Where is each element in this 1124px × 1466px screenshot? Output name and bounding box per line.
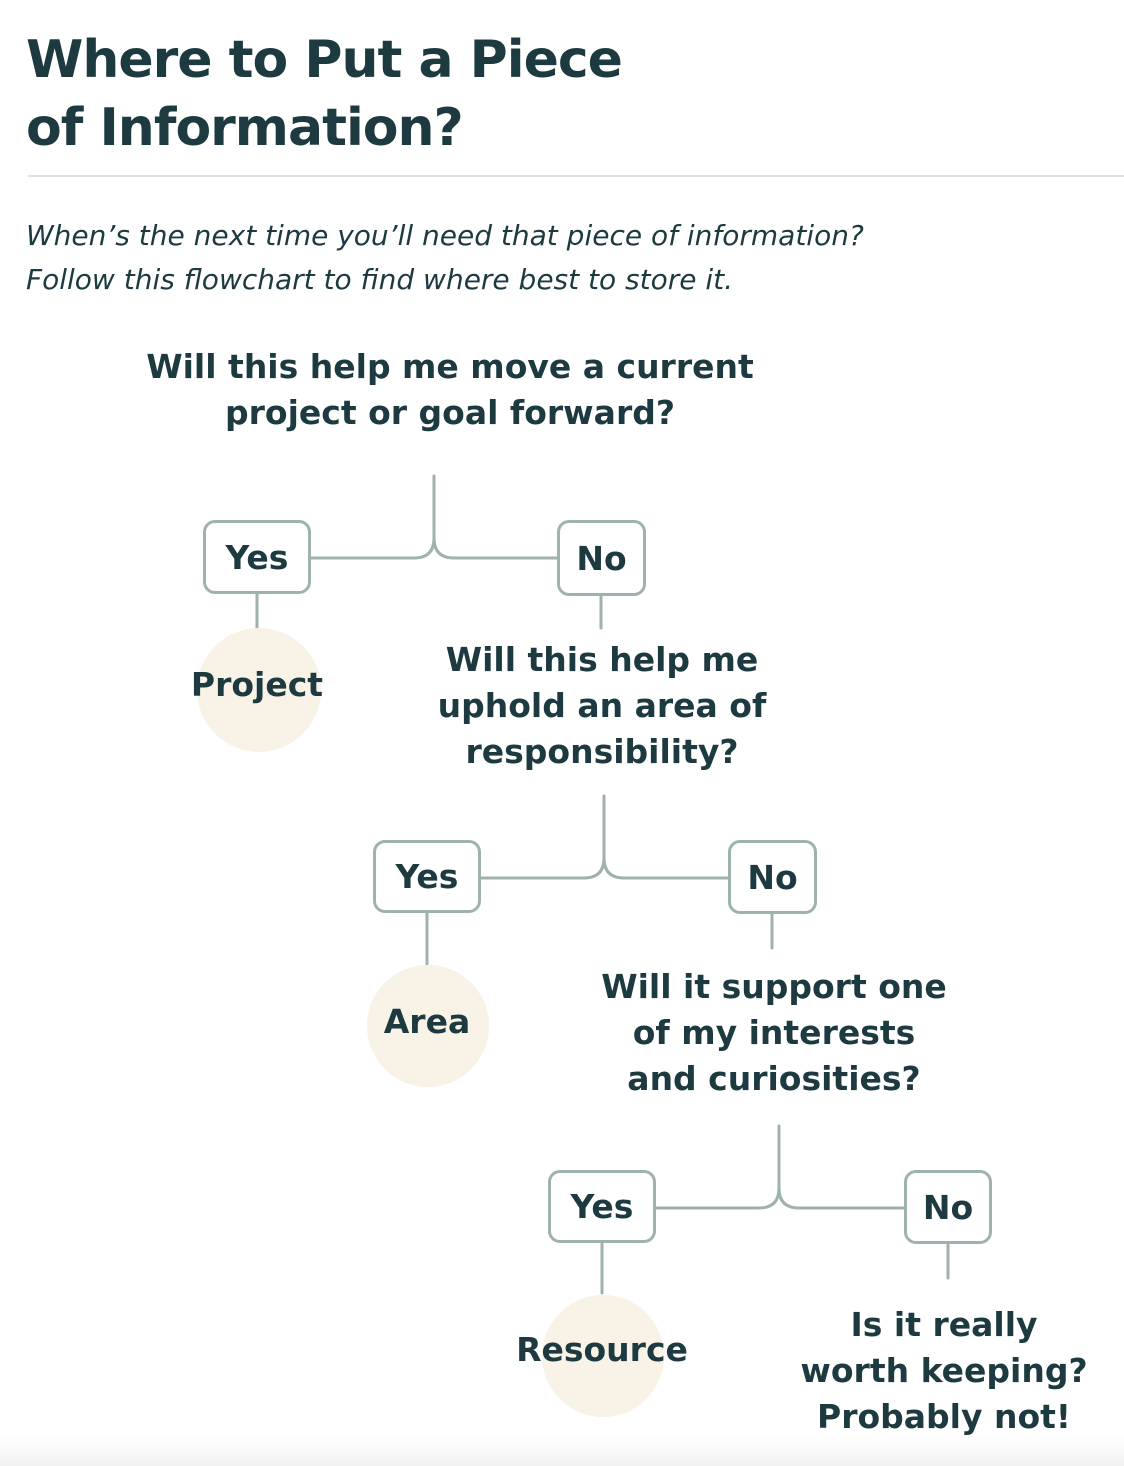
title-line-1: Where to Put a Piece <box>26 30 623 90</box>
resource-result-circle <box>542 1295 664 1417</box>
resource-result-label: Resource <box>516 1330 688 1369</box>
question-2-line-3: responsibility? <box>465 732 739 771</box>
project-result-circle <box>197 628 321 752</box>
question-3: Will it support one of my interests and … <box>574 964 974 1102</box>
final-outcome-line-2: worth keeping? <box>800 1351 1088 1390</box>
q2-no-box: No <box>728 840 817 914</box>
question-3-line-2: of my interests <box>632 1013 916 1052</box>
question-1: Will this help me move a current project… <box>100 344 800 436</box>
q3-no-box: No <box>904 1170 992 1244</box>
title-divider <box>28 175 1124 177</box>
area-result-label: Area <box>383 1002 471 1041</box>
final-outcome-line-3: Probably not! <box>817 1397 1071 1436</box>
bottom-edge-shade <box>0 1436 1124 1466</box>
subtitle: When’s the next time you’ll need that pi… <box>26 214 864 302</box>
question-1-line-1: Will this help me move a current <box>146 347 754 386</box>
q2-yes-box: Yes <box>373 840 481 913</box>
question-2: Will this help me uphold an area of resp… <box>402 637 802 775</box>
area-result-circle <box>367 965 489 1087</box>
question-1-line-2: project or goal forward? <box>225 393 675 432</box>
q1-yes-box: Yes <box>203 520 311 594</box>
final-outcome-line-1: Is it really <box>850 1305 1038 1344</box>
q3-yes-box: Yes <box>548 1170 656 1243</box>
final-outcome: Is it really worth keeping? Probably not… <box>764 1302 1124 1440</box>
question-3-line-3: and curiosities? <box>627 1059 921 1098</box>
question-3-line-1: Will it support one <box>601 967 947 1006</box>
page-title: Where to Put a Piece of Information? <box>26 26 623 162</box>
subtitle-line-1: When’s the next time you’ll need that pi… <box>26 219 864 252</box>
connector-q3-branch <box>654 1124 907 1210</box>
connector-q2-branch <box>478 794 730 880</box>
title-line-2: of Information? <box>26 98 464 158</box>
q1-no-box: No <box>557 520 646 596</box>
question-2-line-1: Will this help me <box>445 640 759 679</box>
project-result-label: Project <box>190 665 324 704</box>
question-2-line-2: uphold an area of <box>437 686 767 725</box>
connector-q1-branch <box>308 474 560 560</box>
subtitle-line-2: Follow this flowchart to find where best… <box>26 263 734 296</box>
